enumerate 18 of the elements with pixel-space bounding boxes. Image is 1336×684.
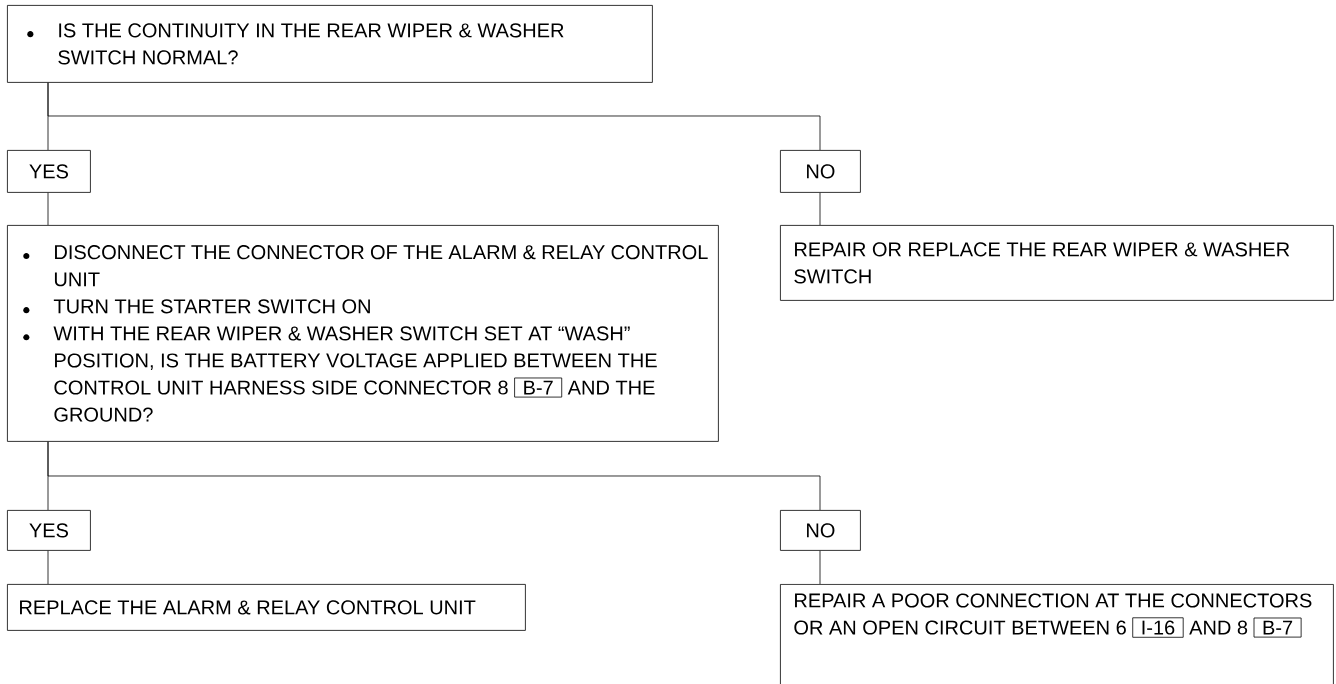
action-box: REPLACE THE ALARM & RELAY CONTROL UNIT <box>7 584 526 631</box>
question-box: IS THE CONTINUITY IN THE REAR WIPER & WASHER SWITCH NORMAL? <box>7 5 653 83</box>
question-box: DISCONNECT THE CONNECTOR OF THE ALARM & RELAY CONTROL UNIT TURN THE STARTER SWITCH ON WITH THE REAR WIPER & WASHER SWITCH SET AT “WASH” POSITION, IS THE BATTERY VOLTAGE APPLIED BETWEEN THE CONTROL UNIT HARNESS SIDE CONNECTOR 8 B-7 AND THE GROUND? <box>7 225 719 442</box>
connector-line <box>819 192 821 226</box>
action-box: REPAIR A POOR CONNECTION AT THE CONNECTORS OR AN OPEN CIRCUIT BETWEEN 6 I-16 AND 8 B-7 <box>780 584 1334 684</box>
connector-line <box>47 82 821 151</box>
answer-box: NO <box>780 510 861 551</box>
connector-line <box>819 550 821 585</box>
answer-box: YES <box>7 510 91 551</box>
connector-line <box>47 441 821 511</box>
connector-code-box: I-16 <box>1132 617 1184 638</box>
connector-line <box>47 550 49 585</box>
action-box: REPAIR OR REPLACE THE REAR WIPER & WASHER SWITCH <box>780 225 1334 301</box>
answer-box: NO <box>780 150 861 193</box>
connector-code-box: B-7 <box>514 377 563 398</box>
answer-box: YES <box>7 150 91 193</box>
connector-code-box: B-7 <box>1253 617 1302 638</box>
connector-line <box>47 192 49 226</box>
